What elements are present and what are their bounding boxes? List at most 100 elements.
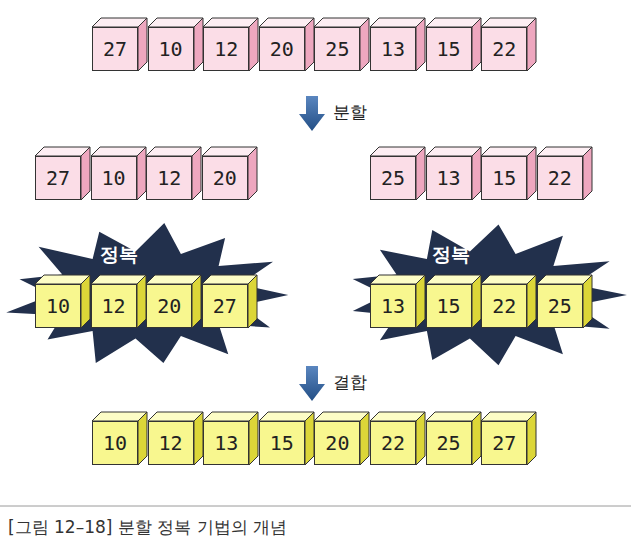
cube-number: 20 (259, 27, 305, 71)
cube-front (204, 422, 249, 465)
cube-front (371, 285, 416, 328)
burst-title: 정복 (432, 242, 470, 268)
cube-side (360, 18, 369, 71)
burst-title: 정복 (100, 242, 138, 268)
cube-front (148, 28, 193, 71)
cube-front (537, 285, 582, 328)
cube-side (416, 412, 425, 465)
cube-number: 22 (481, 27, 527, 71)
merge-arrow (299, 366, 325, 401)
number-cube: 15 (426, 284, 472, 328)
cube-side (583, 275, 592, 328)
cube-number: 27 (92, 27, 138, 71)
cube-number: 27 (202, 284, 248, 328)
cube-side (527, 147, 536, 200)
number-cube: 13 (370, 27, 416, 71)
cube-number: 22 (370, 421, 416, 465)
cube-front (202, 285, 247, 328)
cube-front (371, 157, 416, 200)
cube-front (371, 422, 416, 465)
cube-number: 27 (35, 156, 81, 200)
cube-front (537, 157, 582, 200)
cube-side (192, 147, 201, 200)
cube-number: 12 (148, 421, 194, 465)
cube-front (482, 157, 527, 200)
cube-front (259, 422, 304, 465)
cube-front (482, 285, 527, 328)
cube-number: 12 (146, 156, 192, 200)
cube-number: 13 (203, 421, 249, 465)
number-cube: 10 (92, 421, 138, 465)
cube-number: 22 (481, 284, 527, 328)
cube-front (315, 422, 360, 465)
number-cube: 13 (203, 421, 249, 465)
cube-number: 10 (91, 156, 137, 200)
cube-side (248, 147, 257, 200)
cube-front (36, 157, 81, 200)
step-label: 분할 (333, 101, 367, 124)
number-cube: 20 (314, 421, 360, 465)
split-arrow (299, 96, 325, 131)
cube-side (81, 147, 90, 200)
cube-number: 20 (314, 421, 360, 465)
number-cube: 25 (537, 284, 583, 328)
number-cube: 10 (91, 156, 137, 200)
number-cube: 22 (481, 284, 527, 328)
number-cube: 25 (370, 156, 416, 200)
cube-number: 25 (426, 421, 472, 465)
cube-front (147, 285, 192, 328)
cube-number: 25 (370, 156, 416, 200)
cube-side (527, 275, 536, 328)
cube-front (36, 285, 81, 328)
number-cube: 27 (35, 156, 81, 200)
cube-side (194, 18, 203, 71)
number-cube: 20 (146, 284, 192, 328)
cube-front (91, 285, 136, 328)
cube-side (137, 147, 146, 200)
cube-number: 13 (370, 27, 416, 71)
number-cube: 10 (148, 27, 194, 71)
number-cube: 27 (202, 284, 248, 328)
cube-front (91, 157, 136, 200)
cube-side (583, 147, 592, 200)
number-cube: 13 (426, 156, 472, 200)
cube-front (371, 28, 416, 71)
cube-side (249, 18, 258, 71)
number-cube: 13 (370, 284, 416, 328)
cube-side (527, 412, 536, 465)
caption-rule (0, 506, 631, 507)
cube-side (472, 275, 481, 328)
number-cube: 12 (146, 156, 192, 200)
number-cube: 10 (35, 284, 81, 328)
cube-number: 15 (259, 421, 305, 465)
cube-number: 25 (537, 284, 583, 328)
conquer-burst: 정복 10122027 (2, 222, 292, 368)
cube-front (202, 157, 247, 200)
number-cube: 27 (92, 27, 138, 71)
number-cube: 12 (91, 284, 137, 328)
cube-side (305, 18, 314, 71)
burst-outline (6, 223, 288, 363)
cube-side (248, 275, 257, 328)
cube-front (93, 422, 138, 465)
conquer-burst: 정복 13152225 (336, 222, 627, 368)
cube-front (426, 28, 471, 71)
number-cube: 15 (426, 27, 472, 71)
cube-number: 10 (92, 421, 138, 465)
cube-front (482, 28, 527, 71)
number-cube: 27 (481, 421, 527, 465)
number-cube: 20 (202, 156, 248, 200)
cube-side (138, 412, 147, 465)
cube-number: 15 (426, 284, 472, 328)
cube-number: 27 (481, 421, 527, 465)
number-cube: 20 (259, 27, 305, 71)
cube-front (315, 28, 360, 71)
cube-side (416, 147, 425, 200)
cube-side (472, 147, 481, 200)
cube-front (204, 28, 249, 71)
number-cube: 15 (481, 156, 527, 200)
number-cube: 15 (259, 421, 305, 465)
cube-number: 12 (91, 284, 137, 328)
cube-number: 13 (426, 156, 472, 200)
